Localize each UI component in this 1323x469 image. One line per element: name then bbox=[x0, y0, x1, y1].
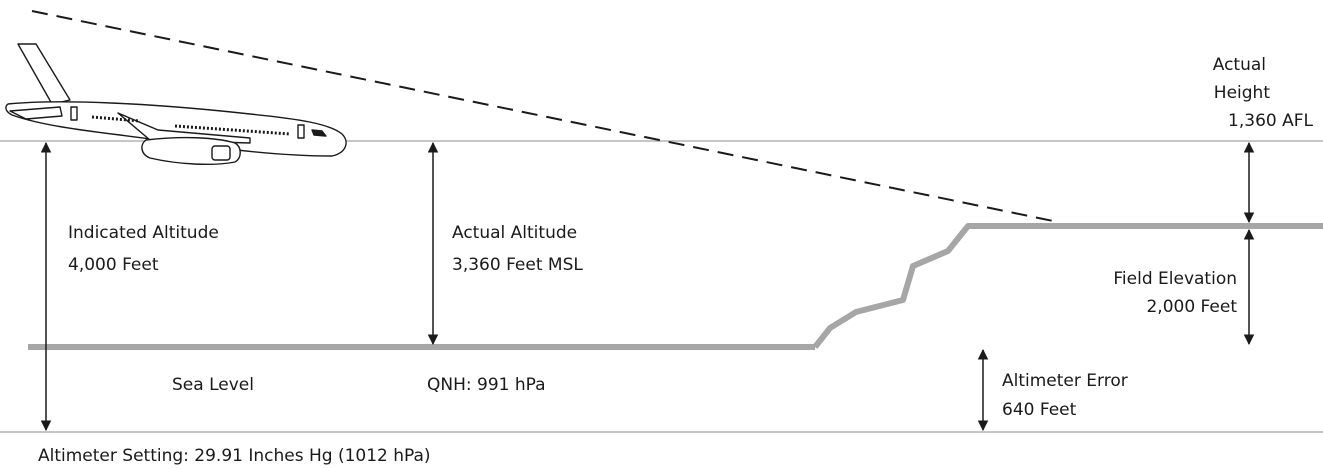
indicated-altitude-title: Indicated Altitude bbox=[68, 223, 219, 243]
altimeter-setting-caption: Altimeter Setting: 29.91 Inches Hg (1012… bbox=[38, 446, 431, 466]
indicated-altitude-value: 4,000 Feet bbox=[68, 255, 159, 275]
terrain-profile bbox=[812, 223, 1323, 349]
altimeter-error-value: 640 Feet bbox=[1002, 400, 1077, 420]
qnh-label: QNH: 991 hPa bbox=[427, 375, 546, 395]
sea-level-label: Sea Level bbox=[172, 375, 254, 395]
actual-height-line2: Height bbox=[1214, 83, 1271, 103]
actual-altitude-title: Actual Altitude bbox=[452, 223, 577, 243]
actual-height-value: 1,360 AFL bbox=[1228, 111, 1313, 131]
actual-height-line1: Actual bbox=[1213, 55, 1266, 75]
field-elevation-title: Field Elevation bbox=[1113, 269, 1237, 289]
altimeter-error-title: Altimeter Error bbox=[1002, 371, 1128, 391]
field-elevation-value: 2,000 Feet bbox=[1146, 297, 1237, 317]
airliner-icon bbox=[5, 43, 347, 166]
actual-altitude-value: 3,360 Feet MSL bbox=[452, 255, 583, 275]
